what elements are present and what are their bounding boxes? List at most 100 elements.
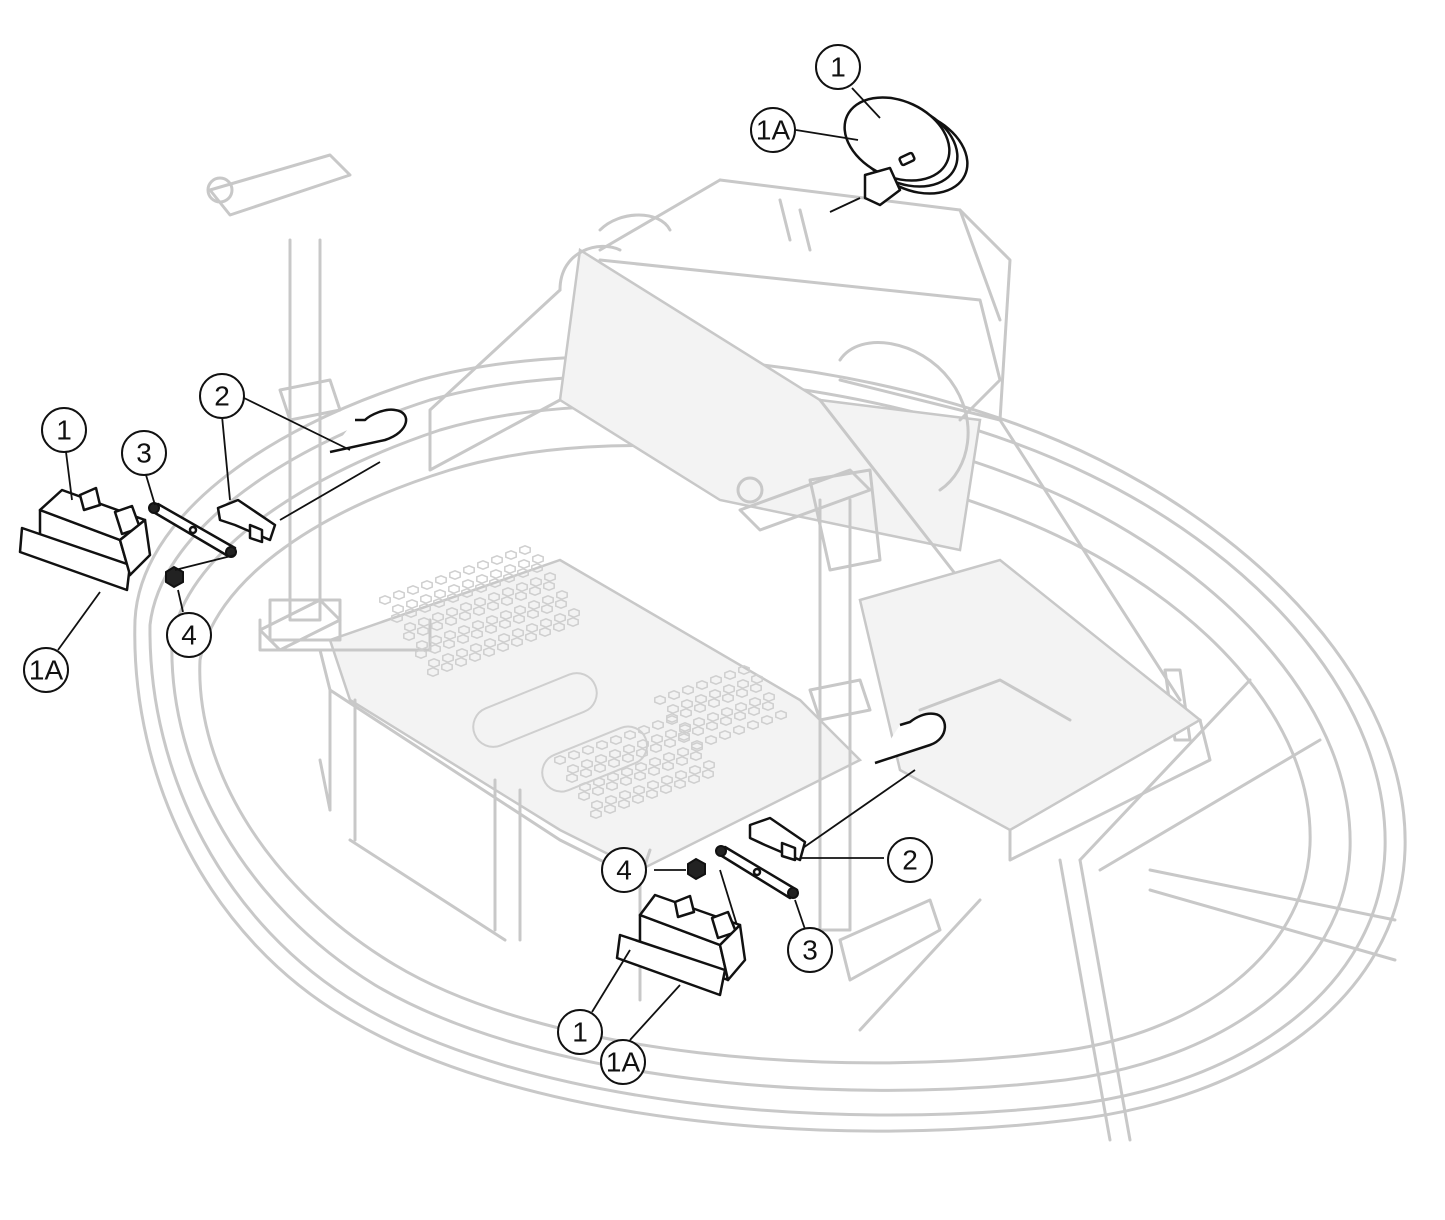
callout-label: 3	[136, 438, 152, 469]
perforation	[543, 580, 555, 592]
callout-label: 3	[802, 935, 818, 966]
perforation	[445, 615, 457, 627]
perforation	[403, 630, 415, 642]
callout-left-1: 1	[41, 407, 87, 453]
perforation	[429, 643, 441, 655]
perforation	[455, 656, 467, 668]
callout-label: 2	[214, 381, 230, 412]
perforation	[652, 719, 664, 731]
perforation	[483, 646, 495, 658]
perforation	[702, 768, 714, 780]
perforation	[633, 784, 645, 796]
perforation	[710, 674, 722, 686]
perforation	[556, 589, 568, 601]
callout-label: 1	[830, 52, 846, 83]
perforation	[762, 700, 774, 712]
perforation	[417, 625, 429, 637]
perforation	[486, 614, 498, 626]
perforation	[527, 608, 539, 620]
perforation	[707, 711, 719, 723]
perforation	[541, 603, 553, 615]
perforation	[518, 558, 530, 570]
perforation	[489, 577, 501, 589]
perforation	[581, 758, 593, 770]
perforation	[723, 683, 735, 695]
perforation	[709, 688, 721, 700]
callout-right-2: 2	[887, 837, 933, 883]
perforation	[517, 567, 529, 579]
perforation	[648, 765, 660, 777]
perforation	[431, 620, 443, 632]
perforation	[420, 593, 432, 605]
perforation	[706, 720, 718, 732]
callout-label: 4	[616, 855, 632, 886]
perforation	[578, 790, 590, 802]
perforation	[738, 664, 750, 676]
callout-right-4: 4	[601, 847, 647, 893]
left-nut	[165, 565, 184, 589]
callout-left-4: 4	[166, 612, 212, 658]
perforation	[582, 744, 594, 756]
perforation	[677, 746, 689, 758]
perforation	[579, 781, 591, 793]
perforation	[474, 596, 486, 608]
perforation	[459, 610, 471, 622]
perforation	[666, 712, 678, 724]
perforation	[446, 606, 458, 618]
perforation	[448, 583, 460, 595]
perforation	[637, 738, 649, 750]
perforation	[594, 762, 606, 774]
perforation	[499, 618, 511, 630]
perforation	[433, 597, 445, 609]
perforation	[647, 779, 659, 791]
perforation	[456, 647, 468, 659]
perforation	[513, 613, 525, 625]
perforation	[605, 794, 617, 806]
leader-lines	[57, 87, 884, 1041]
perforation	[416, 639, 428, 651]
bottom-light-assembly	[615, 893, 747, 997]
perforation	[708, 697, 720, 709]
perforation	[540, 617, 552, 629]
perforation	[604, 803, 616, 815]
callout-left-1a: 1A	[23, 647, 69, 693]
perforation	[720, 715, 732, 727]
callout-top-1a: 1A	[750, 107, 796, 153]
perforation	[485, 623, 497, 635]
deck-perforations	[379, 544, 787, 820]
perforation	[592, 785, 604, 797]
perforation	[461, 587, 473, 599]
perforation	[665, 728, 677, 740]
perforation	[477, 559, 489, 571]
perforation	[622, 752, 634, 764]
perforation	[553, 621, 565, 633]
callout-bottom-1: 1	[557, 1009, 603, 1055]
perforation	[747, 719, 759, 731]
callout-label: 2	[902, 845, 918, 876]
perforation	[635, 761, 647, 773]
left-clamp	[216, 498, 277, 544]
perforation	[476, 573, 488, 585]
perforation	[734, 710, 746, 722]
callout-left-3: 3	[121, 430, 167, 476]
perforation	[696, 679, 708, 691]
perforation	[392, 603, 404, 615]
perforation	[593, 776, 605, 788]
perforation	[610, 734, 622, 746]
perforation	[663, 751, 675, 763]
perforation	[680, 707, 692, 719]
perforation	[432, 611, 444, 623]
perforation	[678, 730, 690, 742]
perforation	[470, 642, 482, 654]
perforation	[621, 766, 633, 778]
perforation	[532, 553, 544, 565]
perforation	[580, 767, 592, 779]
perforation	[634, 770, 646, 782]
perforation	[609, 748, 621, 760]
callout-label: 1A	[606, 1047, 641, 1078]
perforation	[500, 609, 512, 621]
perforation	[514, 604, 526, 616]
perforation	[632, 793, 644, 805]
perforation	[407, 584, 419, 596]
